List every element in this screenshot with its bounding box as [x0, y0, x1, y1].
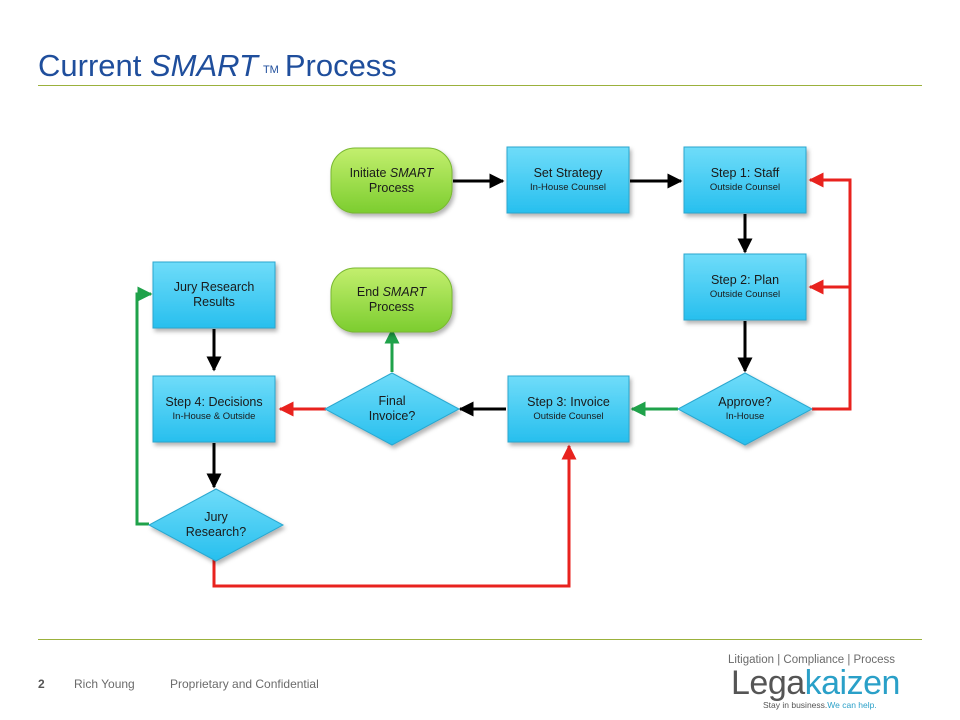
- page-number: 2: [38, 677, 45, 691]
- step3-invoice-box: [507, 375, 630, 443]
- title-suffix: Process: [284, 48, 397, 83]
- title-smart: SMART: [149, 48, 258, 83]
- step1-staff-box: [683, 146, 807, 214]
- end-terminal: [330, 267, 453, 333]
- page-title: Current SMART TM Process: [38, 48, 397, 84]
- author-name: Rich Young: [74, 677, 135, 691]
- initiate-terminal: [330, 147, 453, 214]
- logo-tagline: Litigation | Compliance | Process: [728, 654, 896, 666]
- logo-slogan: Stay in business.We can help.: [763, 700, 877, 710]
- arrow-approve-no-to-step2: [808, 279, 852, 411]
- jury-results-box: [152, 261, 276, 329]
- title-prefix: Current: [38, 48, 150, 83]
- flowchart: [135, 146, 852, 588]
- final-invoice-diamond: [323, 372, 461, 446]
- arrow-approve-no-to-step1: [808, 172, 852, 287]
- set-strategy-box: [506, 146, 630, 214]
- jury-research-diamond: [147, 488, 285, 562]
- step4-decisions-box: [152, 375, 276, 443]
- confidentiality-notice: Proprietary and Confidential: [170, 677, 319, 691]
- approve-diamond: [676, 372, 814, 446]
- step2-plan-box: [683, 253, 807, 321]
- title-rule: [38, 85, 922, 86]
- legakaizen-logo: Litigation | Compliance | Process Legaka…: [728, 654, 920, 714]
- arrow-jury-no-to-step3: [212, 444, 577, 588]
- logo-wordmark: Legakaizen: [731, 664, 900, 702]
- arrow-jury-yes-to-results: [135, 286, 153, 526]
- trademark-mark: TM: [262, 64, 279, 76]
- footer-rule: [38, 639, 922, 640]
